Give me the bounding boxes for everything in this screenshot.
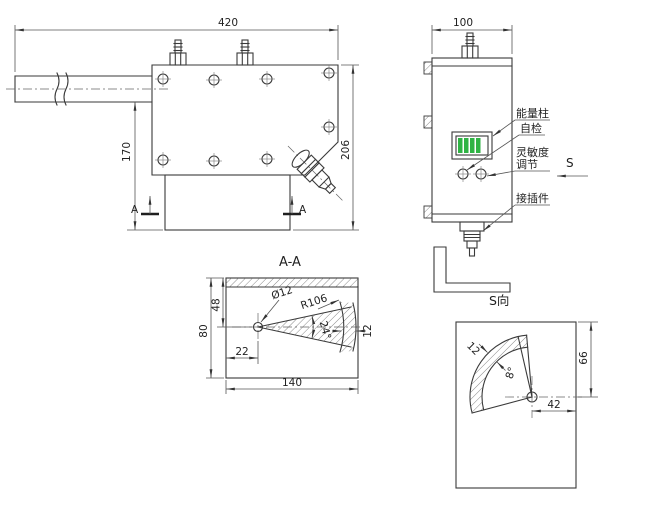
svg-text:灵敏度: 灵敏度	[516, 145, 549, 159]
callout-pivot-dia: Ø12	[260, 284, 294, 323]
mounting-bolt-right	[236, 39, 254, 66]
dim-slot-width: 12	[332, 324, 374, 338]
svg-text:R106: R106	[299, 292, 329, 312]
svg-text:12: 12	[464, 340, 482, 358]
mount-tab-top	[423, 61, 433, 75]
energy-bar-segment	[470, 138, 475, 153]
l-bracket	[433, 246, 511, 293]
dim-overall-width: 420	[14, 17, 339, 72]
housing-body	[151, 64, 339, 231]
dim-lower-height: 170	[121, 102, 163, 231]
dim-420-label: 420	[218, 17, 238, 29]
main-view: 420	[6, 17, 359, 231]
svg-text:48: 48	[211, 298, 223, 311]
dim-100-label: 100	[453, 17, 473, 29]
svg-text:24°: 24°	[317, 320, 333, 341]
probe-tube	[6, 72, 170, 106]
side-view: 100 能量柱 自检	[423, 17, 588, 293]
dim-side-width: 100	[431, 17, 513, 54]
dim-top-to-pivot-s: 66	[578, 321, 598, 398]
svg-text:调节: 调节	[516, 158, 538, 171]
svg-text:S: S	[566, 156, 574, 170]
callout-radius: R106	[299, 292, 340, 312]
sensitivity-button	[472, 165, 490, 183]
svg-text:22: 22	[235, 346, 248, 358]
side-mounting-bolt	[461, 32, 479, 59]
dim-8deg-label: 8°	[504, 366, 519, 381]
dim-body-height: 206	[293, 64, 359, 231]
section-letter-left: A	[131, 204, 139, 216]
top-wall-hatch	[226, 278, 358, 287]
svg-text:12: 12	[362, 324, 374, 337]
callout-energy-column: 能量柱	[492, 106, 550, 137]
dim-left-to-pivot: 22	[226, 341, 259, 364]
callout-sensitivity: 灵敏度 调节	[486, 145, 550, 177]
dim-pivot-to-edge-s: 42	[532, 399, 576, 413]
mount-tab-mid	[423, 115, 433, 129]
section-marker-left: A	[131, 196, 159, 216]
svg-text:80: 80	[198, 324, 210, 337]
dim-170-label: 170	[121, 142, 133, 162]
dim-206-label: 206	[340, 140, 352, 160]
svg-text:能量柱: 能量柱	[516, 106, 549, 120]
svg-text:66: 66	[578, 351, 590, 365]
bottom-connector	[459, 221, 485, 257]
mounting-bolt-left	[169, 39, 187, 66]
dim-section-height: 80	[198, 277, 224, 379]
callout-self-check: 自检	[466, 121, 545, 171]
section-letter-right: A	[299, 204, 307, 216]
energy-bar-segment	[464, 138, 469, 153]
section-aa-title: A-A	[279, 255, 301, 270]
angled-connector	[287, 145, 344, 202]
s-direction-view: S向 8° 12 66	[455, 293, 598, 489]
curved-slot	[469, 334, 533, 414]
svg-text:42: 42	[547, 399, 560, 411]
energy-bar-display	[451, 131, 493, 160]
view-s-title: S向	[489, 293, 509, 308]
dim-sector-angle: 24°	[311, 315, 333, 341]
section-marker-right: A	[283, 196, 307, 216]
view-direction-s: S	[557, 156, 588, 178]
self-check-button	[454, 165, 472, 183]
svg-text:自检: 自检	[520, 121, 542, 135]
mount-tab-bottom	[423, 205, 433, 219]
section-aa-view: A-A 24° R106 Ø12	[198, 255, 374, 394]
callout-connector: 接插件	[482, 191, 550, 232]
energy-bar-segment	[458, 138, 463, 153]
dim-top-to-pivot: 48	[211, 278, 252, 328]
fan-sector	[257, 301, 357, 353]
svg-text:140: 140	[282, 377, 302, 389]
energy-bar-segment	[476, 138, 481, 153]
svg-text:接插件: 接插件	[516, 191, 549, 205]
dim-section-width: 140	[225, 377, 359, 394]
view-s-outline	[455, 321, 577, 489]
